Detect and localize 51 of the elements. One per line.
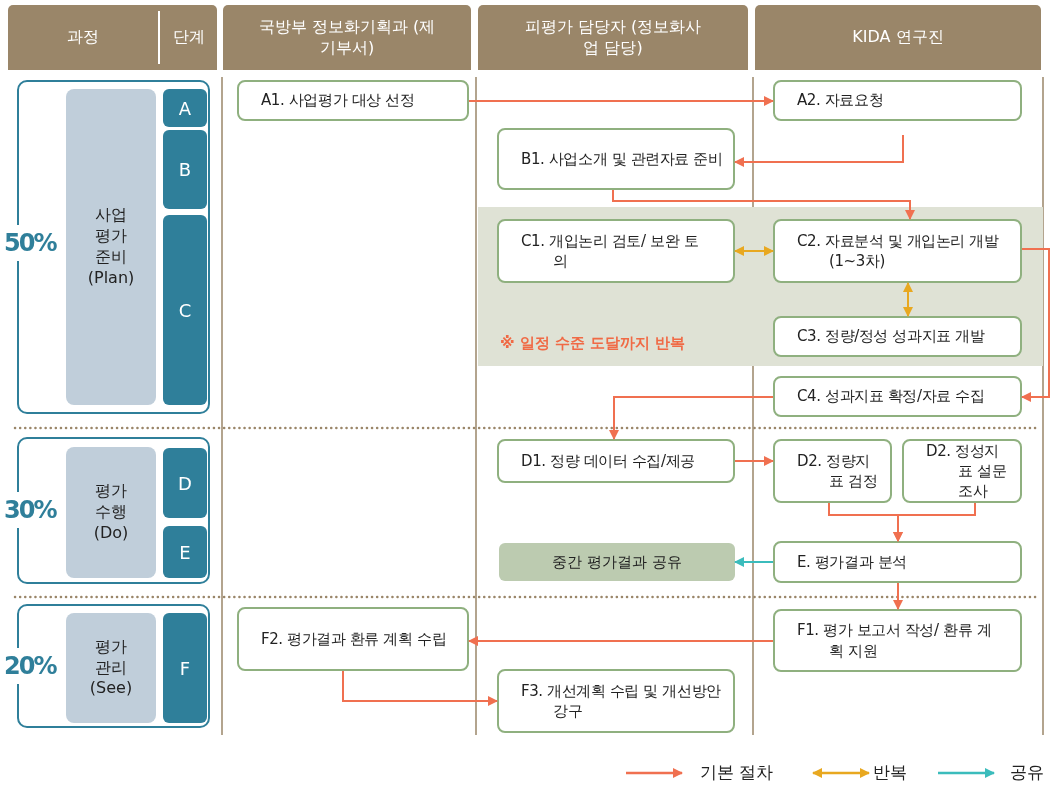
- shared-result-box: 중간 평가결과 공유: [499, 543, 735, 581]
- header-band: KIDA 연구진: [755, 5, 1041, 70]
- step-box: D: [163, 448, 207, 518]
- percentage-label: 30%: [4, 492, 56, 528]
- process-box: C4. 성과지표 확정/자료 수집: [773, 376, 1022, 417]
- step-box: F: [163, 613, 207, 723]
- header-band: [8, 5, 217, 70]
- percentage-label: 50%: [4, 225, 56, 261]
- process-box: F1. 평가 보고서 작성/ 환류 계획 지원: [773, 609, 1022, 672]
- percentage-label: 20%: [4, 648, 56, 684]
- legend-label: 공유: [1010, 761, 1044, 784]
- phase-box: 평가 관리 (See): [66, 613, 156, 723]
- arrow: [734, 456, 774, 466]
- process-box: B1. 사업소개 및 관련자료 준비: [497, 128, 735, 190]
- arrow: [734, 557, 774, 567]
- arrow: [1021, 248, 1050, 402]
- process-box: F2. 평가결과 환류 계획 수립: [237, 607, 469, 671]
- header-label: 과정: [66, 27, 100, 48]
- process-box: C1. 개입논리 검토/ 보완 토의: [497, 219, 735, 283]
- header-label: 단계: [171, 27, 206, 48]
- arrow: [342, 670, 498, 706]
- step-box: E: [163, 526, 207, 578]
- note-text: ※ 일정 수준 도달까지 반복: [500, 334, 686, 353]
- step-box: B: [163, 130, 207, 209]
- arrow: [468, 636, 774, 646]
- process-box: E. 평가결과 분석: [773, 541, 1022, 583]
- process-box: A1. 사업평가 대상 선정: [237, 80, 469, 121]
- arrow: [893, 582, 903, 610]
- process-box: F3. 개선계획 수립 및 개선방안 강구: [497, 669, 735, 733]
- legend-label: 반복: [873, 761, 907, 784]
- arrow: [609, 396, 774, 440]
- process-box: A2. 자료요청: [773, 80, 1022, 121]
- arrow: [734, 134, 904, 167]
- arrow: [612, 189, 915, 220]
- arrow: [734, 246, 774, 256]
- header-band: 피평가 담당자 (정보화사업 담당): [478, 5, 748, 70]
- arrow: [893, 502, 976, 542]
- process-box: D2. 정성지표 설문조사: [902, 439, 1022, 503]
- arrow: [468, 96, 774, 106]
- header-band: 국방부 정보화기획과 (제기부서): [223, 5, 471, 70]
- phase-box: 평가 수행 (Do): [66, 447, 156, 578]
- process-box: C2. 자료분석 및 개입논리 개발(1~3차): [773, 219, 1022, 283]
- phase-box: 사업 평가 준비 (Plan): [66, 89, 156, 405]
- step-box: A: [163, 89, 207, 127]
- step-box: C: [163, 215, 207, 405]
- process-box: C3. 정량/정성 성과지표 개발: [773, 316, 1022, 357]
- arrow: [903, 282, 913, 317]
- process-box: D2. 정량지표 검정: [773, 439, 892, 503]
- process-box: D1. 정량 데이터 수집/제공: [497, 439, 735, 483]
- shaded-band: [478, 207, 1043, 366]
- legend-label: 기본 절차: [700, 761, 774, 784]
